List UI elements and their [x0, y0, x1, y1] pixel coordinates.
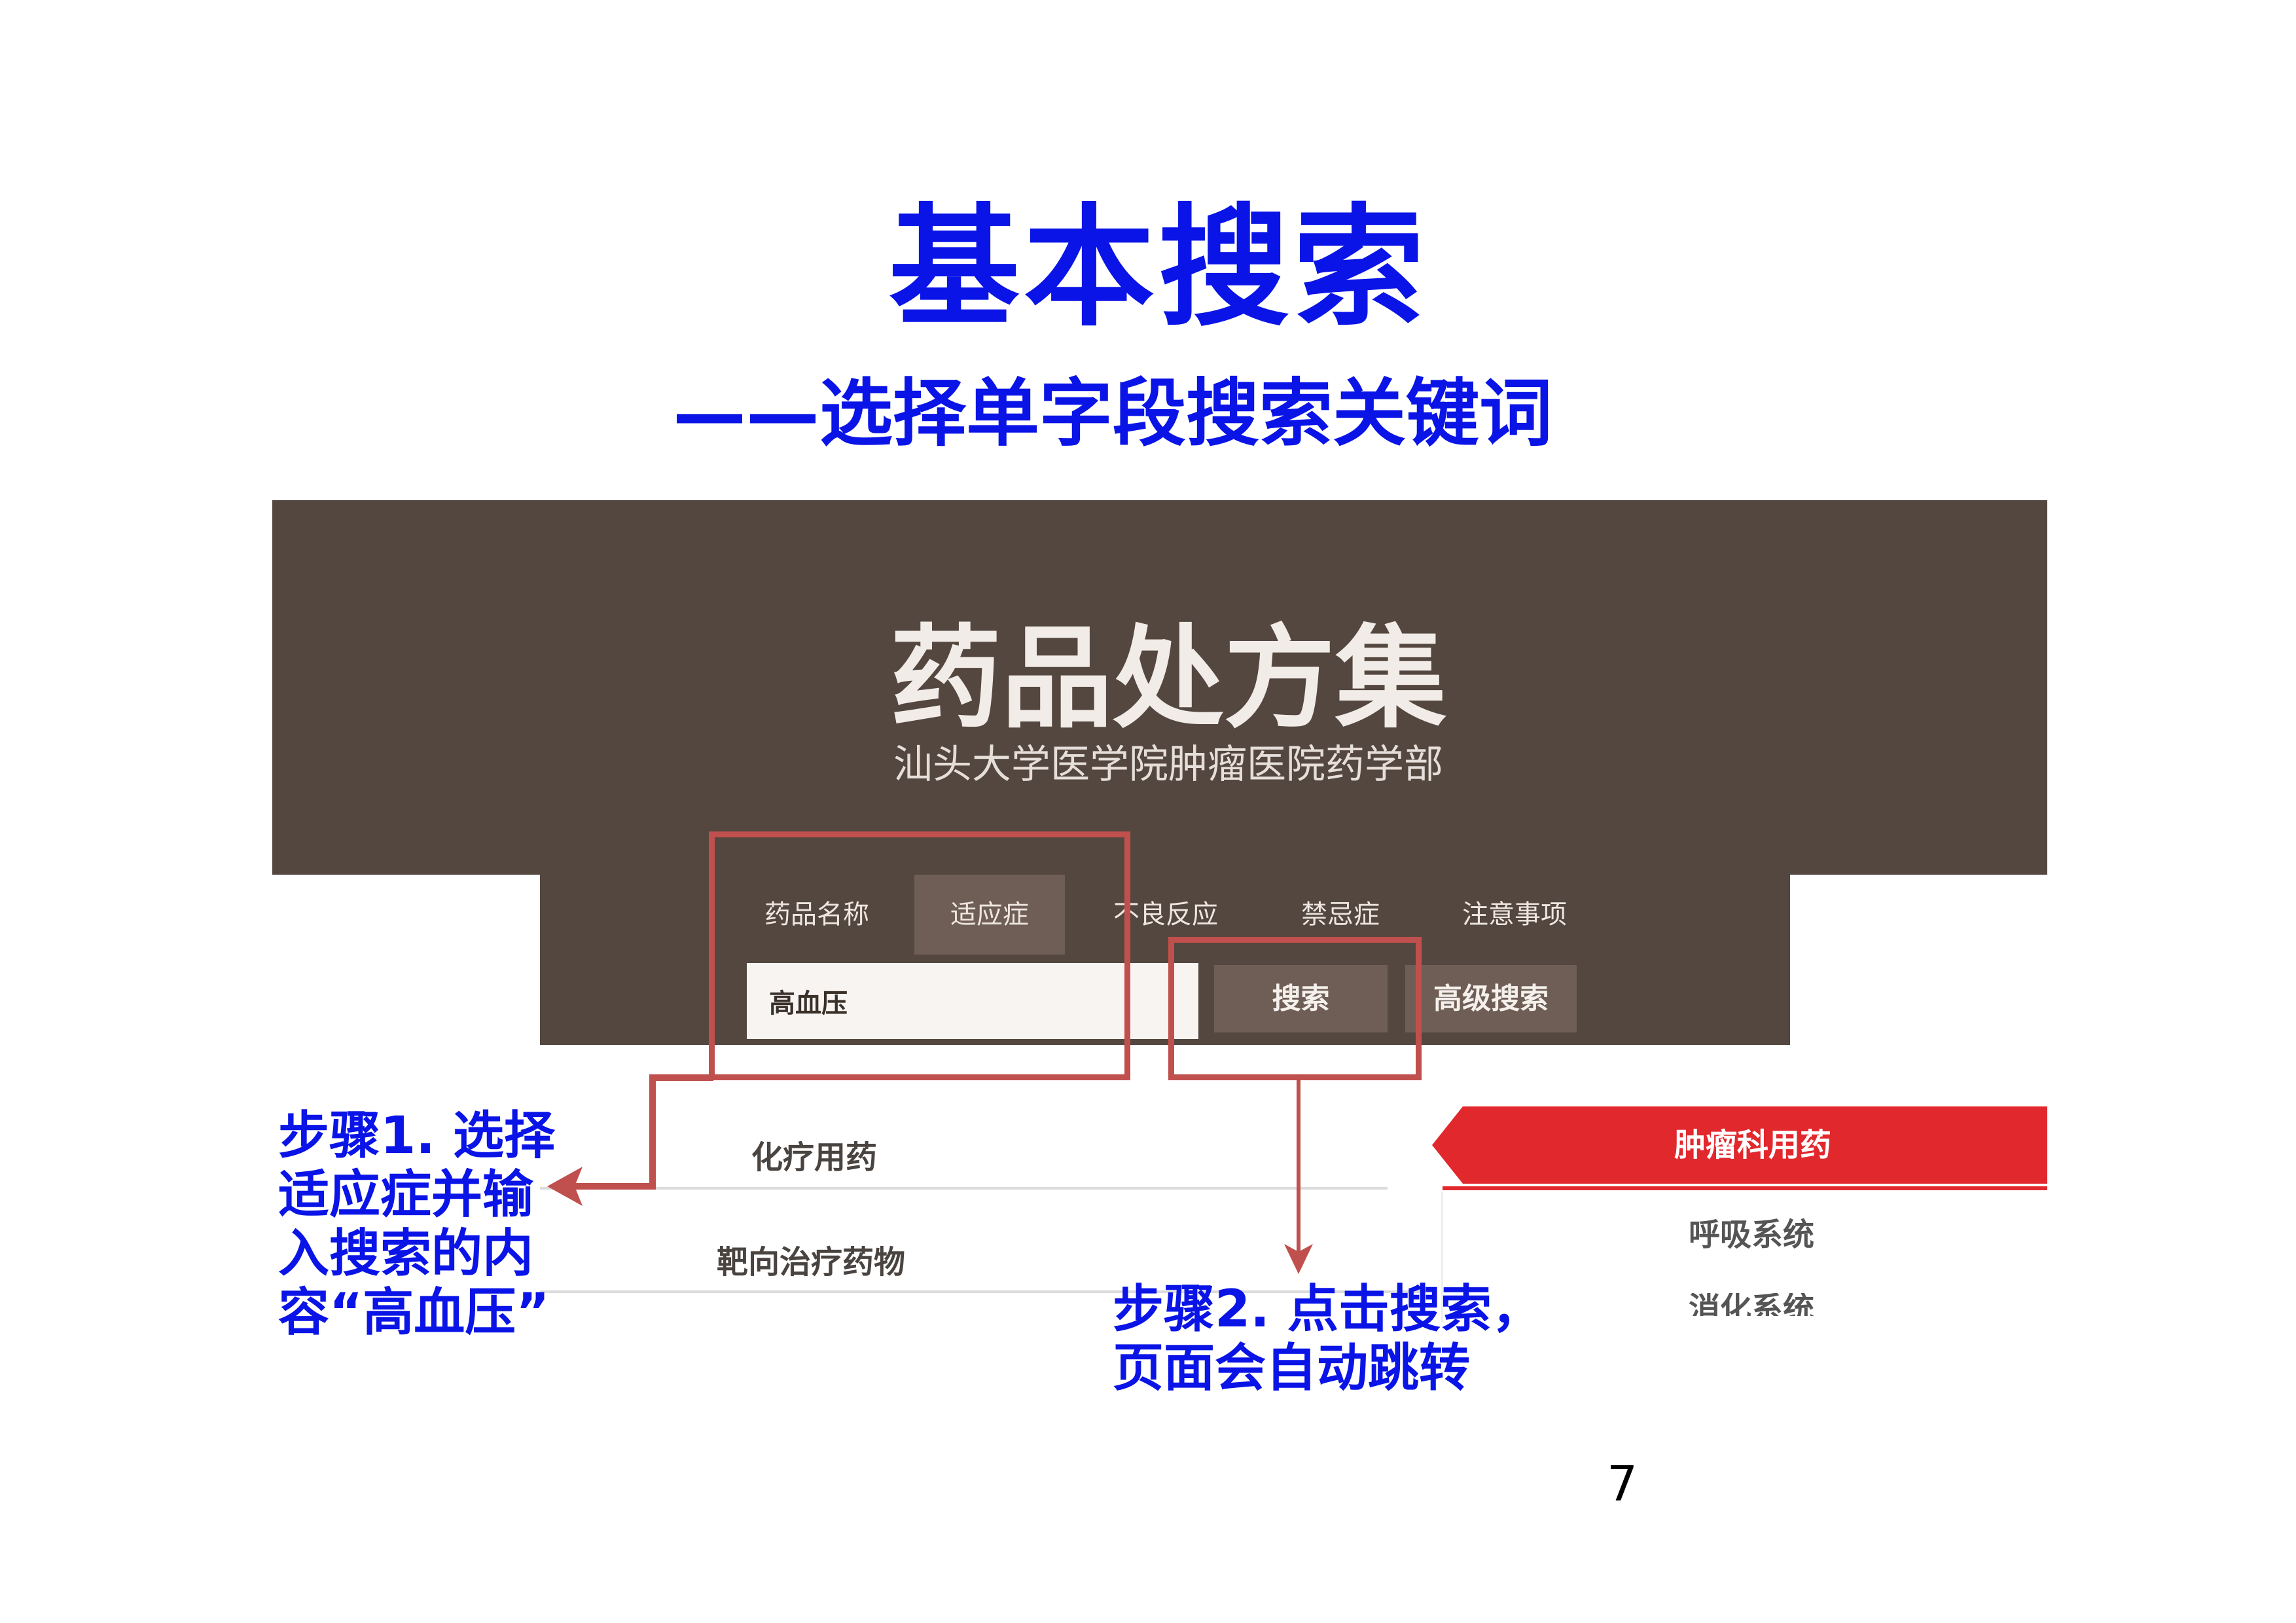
arrow-step1 — [563, 1074, 713, 1190]
highlight-box-step1 — [709, 831, 1130, 1080]
highlight-box-step2 — [1168, 937, 1422, 1080]
app-subtitle: 汕头大学医学院肿瘤医院药学部 — [893, 742, 1443, 788]
divider — [1441, 1192, 1443, 1322]
side-nav-respiratory[interactable]: 呼吸系统 — [1689, 1216, 1815, 1253]
tab-precautions[interactable]: 注意事项 — [1462, 900, 1567, 930]
slide-title: 基本搜索 — [888, 192, 1428, 344]
category-chemo[interactable]: 化疗用药 — [751, 1139, 878, 1176]
divider — [540, 1187, 1388, 1190]
side-nav-clip: 消化系统 — [1685, 1293, 1826, 1316]
step2-note: 步骤2. 点击搜索， 页面会自动跳转 — [1113, 1280, 1543, 1398]
ribbon-underline — [1443, 1186, 2047, 1190]
step1-note: 步骤1. 选择 适应症并输 入搜索的内 容“高血压” — [278, 1106, 556, 1342]
app-title: 药品处方集 — [889, 613, 1446, 744]
arrowhead-down-icon — [1284, 1244, 1313, 1274]
search-button[interactable]: 搜索 — [1214, 965, 1388, 1032]
page-number: 7 — [1607, 1456, 1638, 1512]
side-nav-digestive[interactable]: 消化系统 — [1689, 1293, 1815, 1316]
slide-subtitle: ——选择单字段搜索关键词 — [673, 371, 1552, 456]
tab-indication[interactable]: 适应症 — [914, 875, 1065, 955]
tab-adverse-reaction[interactable]: 不良反应 — [1113, 900, 1218, 930]
tab-contraindication[interactable]: 禁忌症 — [1301, 900, 1380, 930]
tab-drug-name[interactable]: 药品名称 — [764, 900, 869, 930]
advanced-search-button[interactable]: 高级搜索 — [1405, 965, 1577, 1032]
app-header-banner — [272, 500, 2047, 875]
arrowhead-left-icon — [547, 1167, 583, 1206]
divider — [540, 1290, 1437, 1293]
search-input[interactable] — [747, 963, 1198, 1039]
side-nav-oncology[interactable]: 肿瘤科用药 — [1432, 1106, 2047, 1184]
category-targeted[interactable]: 靶向治疗药物 — [717, 1244, 906, 1281]
